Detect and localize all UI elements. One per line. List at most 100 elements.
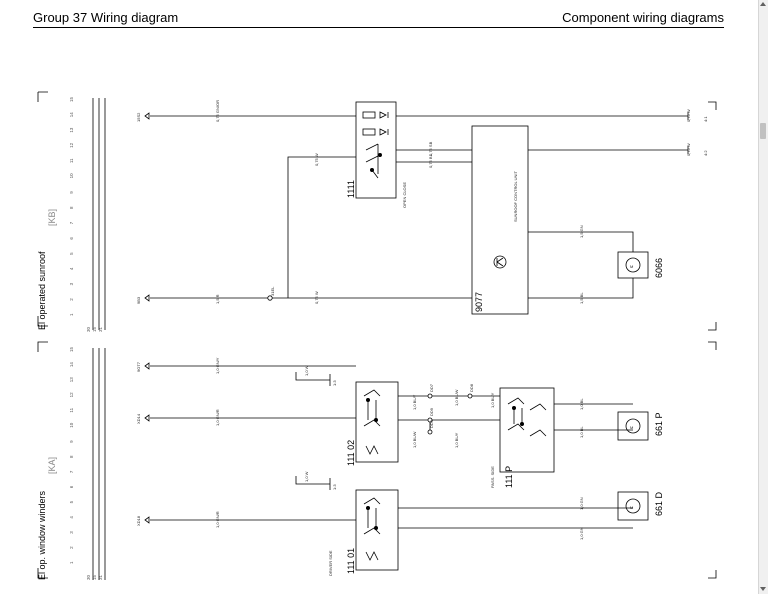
upper-wire-label-9: 1,5 GN xyxy=(579,225,584,238)
lower-grid-number-6: 6 xyxy=(69,485,74,488)
scroll-up-arrow-icon[interactable] xyxy=(760,2,766,6)
upper-grid-number-4: 4 xyxy=(69,267,74,270)
lower-wire-label-9: 1,0 BL/Y xyxy=(490,392,495,408)
upper-wire-label-3: 0,75 SB xyxy=(428,141,433,156)
lower-wire-label-2: 1,0 W xyxy=(304,365,309,376)
upper-bus-label-15: 15 xyxy=(92,326,97,332)
upper-bus-label-30: 30 xyxy=(86,326,91,332)
upper-corner-tr xyxy=(708,101,717,110)
upper-grid-number-6: 6 xyxy=(69,237,74,240)
lower-wire-label-1: 1,0 GN/Y xyxy=(215,357,220,374)
scrollbar-thumb[interactable] xyxy=(760,123,766,139)
upper-wire-label-2: 0,75 W xyxy=(314,153,319,166)
upper-grid-number-15: 15 xyxy=(69,96,74,102)
lower-wire-label-6: 1,0 BL/W xyxy=(412,431,417,448)
pass-side-caption: PASS. SIDE xyxy=(490,466,495,488)
upper-grid-number-7: 7 xyxy=(69,221,74,224)
lower-splice-4: DD9 xyxy=(429,419,434,428)
lower-wire-label-11: 1,0 BL xyxy=(579,426,584,438)
lower-grid-number-9: 9 xyxy=(69,440,74,443)
lower-corner-tr xyxy=(708,341,717,350)
lower-corner-bl xyxy=(37,568,48,579)
upper-wire-label-8: 1,5 BL xyxy=(579,292,584,304)
lower-grid-number-13: 13 xyxy=(69,377,74,383)
lower-section-label: El op. window winders xyxy=(37,490,47,580)
upper-grid-number-10: 10 xyxy=(69,173,74,179)
lower-grid-number-4: 4 xyxy=(69,516,74,519)
upper-splice-label: 31EL xyxy=(270,286,275,296)
switch-1111-caption: OPEN CLOSE xyxy=(402,182,407,208)
lower-wire-label-12: 1,0 GN xyxy=(579,497,584,510)
svg-text:M: M xyxy=(630,264,633,269)
lower-location-code: [KA] xyxy=(47,457,57,474)
lower-wire-label-14: 1,0 W xyxy=(304,471,309,482)
sunroof-motor-box xyxy=(617,251,649,279)
lower-connector-9ot7: 9OT7 xyxy=(136,361,141,372)
lower-grid-number-8: 8 xyxy=(69,455,74,458)
lower-grid-number-7: 7 xyxy=(69,470,74,473)
lower-grid-number-11: 11 xyxy=(69,407,74,412)
switch-1111-label: 1111 xyxy=(346,180,356,198)
lower-grid-number-15: 15 xyxy=(69,346,74,352)
svg-text:M: M xyxy=(630,425,633,430)
lower-wire-label-4: 1,0 GN/R xyxy=(215,511,220,528)
lower-splice-2: DD8 xyxy=(469,383,474,392)
upper-corner-tl xyxy=(37,91,48,102)
upper-grid-number-13: 13 xyxy=(69,127,74,133)
sunroof-motor-id: 6066 xyxy=(654,258,664,278)
lower-bus-label-30: 30 xyxy=(86,574,91,580)
upper-grid-number-5: 5 xyxy=(69,252,74,255)
upper-connector-15s2: 15S2 xyxy=(136,112,141,122)
header-rule xyxy=(33,27,724,28)
driver-motor-id: 661 D xyxy=(654,491,664,516)
switch-111-02-label: 111 02 xyxy=(346,440,356,466)
lower-wire-label-10: 1,0 BL xyxy=(579,398,584,410)
lower-splice-1: DD7 xyxy=(429,383,434,392)
upper-bus-label-31: 31 xyxy=(98,326,103,332)
upper-corner-bl xyxy=(37,316,48,327)
upper-grid-number-1: 1 xyxy=(69,313,74,316)
upper-wire-label-7: 0,75 W xyxy=(314,291,319,304)
upper-grid-number-12: 12 xyxy=(69,142,74,148)
lower-grid-number-12: 12 xyxy=(69,392,74,398)
lower-connector-xd18: XD18 xyxy=(136,515,141,526)
switch-111-p-label: 111 P xyxy=(504,466,514,488)
upper-corner-br xyxy=(708,322,717,331)
document-chapter-title: Component wiring diagrams xyxy=(562,10,724,25)
lower-wire-label-8: 1,0 BL/Y xyxy=(454,432,459,448)
upper-diagram: M xyxy=(37,91,717,331)
lower-grid-number-14: 14 xyxy=(69,362,74,368)
lower-splice-3: DD9 xyxy=(429,407,434,416)
lower-grid-number-3: 3 xyxy=(69,531,74,534)
lower-wire-label-3: 1,0 GN/R xyxy=(215,409,220,426)
lower-grid-number-10: 10 xyxy=(69,422,74,428)
upper-grid-number-14: 14 xyxy=(69,112,74,118)
lower-wire-label-13: 1,0 GN xyxy=(579,527,584,540)
lower-ref-1: 1:3 xyxy=(332,380,337,386)
splice-31el xyxy=(267,295,273,301)
lower-grid-number-1: 1 xyxy=(69,561,74,564)
upper-wire-label-1: 0,75 GN/OR xyxy=(215,100,220,122)
lower-bus-label-31: 31 xyxy=(98,574,103,580)
switch-111-01-label: 111 01 xyxy=(346,548,356,574)
upper-grid-number-3: 3 xyxy=(69,282,74,285)
vertical-scrollbar[interactable] xyxy=(758,0,768,594)
driver-window-motor-box xyxy=(617,491,649,521)
upper-location-code: [KB] xyxy=(47,209,57,226)
upper-grid-number-9: 9 xyxy=(69,191,74,194)
upper-wire-label-11: 0,75 W xyxy=(686,143,691,156)
lower-wire-label-5: 1,0 BL/Y xyxy=(412,394,417,410)
upper-section-label: El operated sunroof xyxy=(37,251,47,330)
upper-wire-label-10: 0,75 W xyxy=(686,109,691,122)
upper-ref-2: 4:2 xyxy=(703,150,708,156)
document-section-title: Group 37 Wiring diagram xyxy=(33,10,179,25)
lower-diagram: M M xyxy=(37,341,717,580)
lower-ref-2: 1:3 xyxy=(332,484,337,490)
upper-grid-number-2: 2 xyxy=(69,298,74,301)
passenger-motor-id: 661 P xyxy=(654,412,664,436)
upper-grid-number-11: 11 xyxy=(69,158,74,163)
scroll-down-arrow-icon[interactable] xyxy=(760,587,766,591)
lower-bus-label-15: 15 xyxy=(92,574,97,580)
